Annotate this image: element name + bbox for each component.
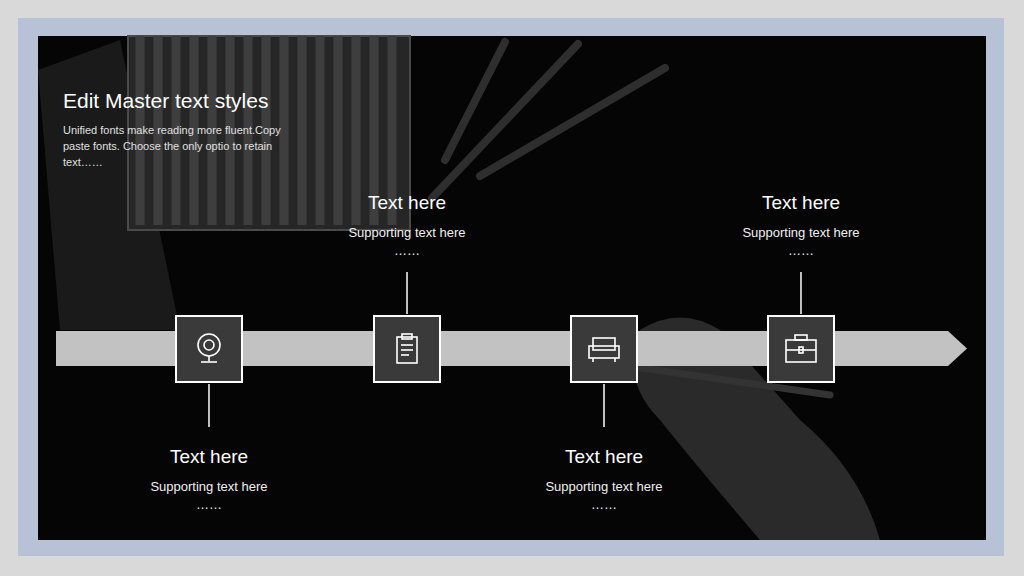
milestone-text: Supporting text here …… bbox=[339, 224, 475, 260]
body-text: Unified fonts make reading more fluent.C… bbox=[63, 122, 299, 170]
milestone-heading: Text here bbox=[762, 192, 840, 214]
slide-title: Edit Master text styles bbox=[63, 89, 268, 113]
milestone-text: Supporting text here …… bbox=[733, 224, 869, 260]
milestone-heading: Text here bbox=[170, 446, 248, 468]
milestone-text: Supporting text here …… bbox=[536, 478, 672, 514]
milestone-heading: Text here bbox=[368, 192, 446, 214]
milestone-text: Supporting text here …… bbox=[141, 478, 277, 514]
milestone-heading: Text here bbox=[565, 446, 643, 468]
